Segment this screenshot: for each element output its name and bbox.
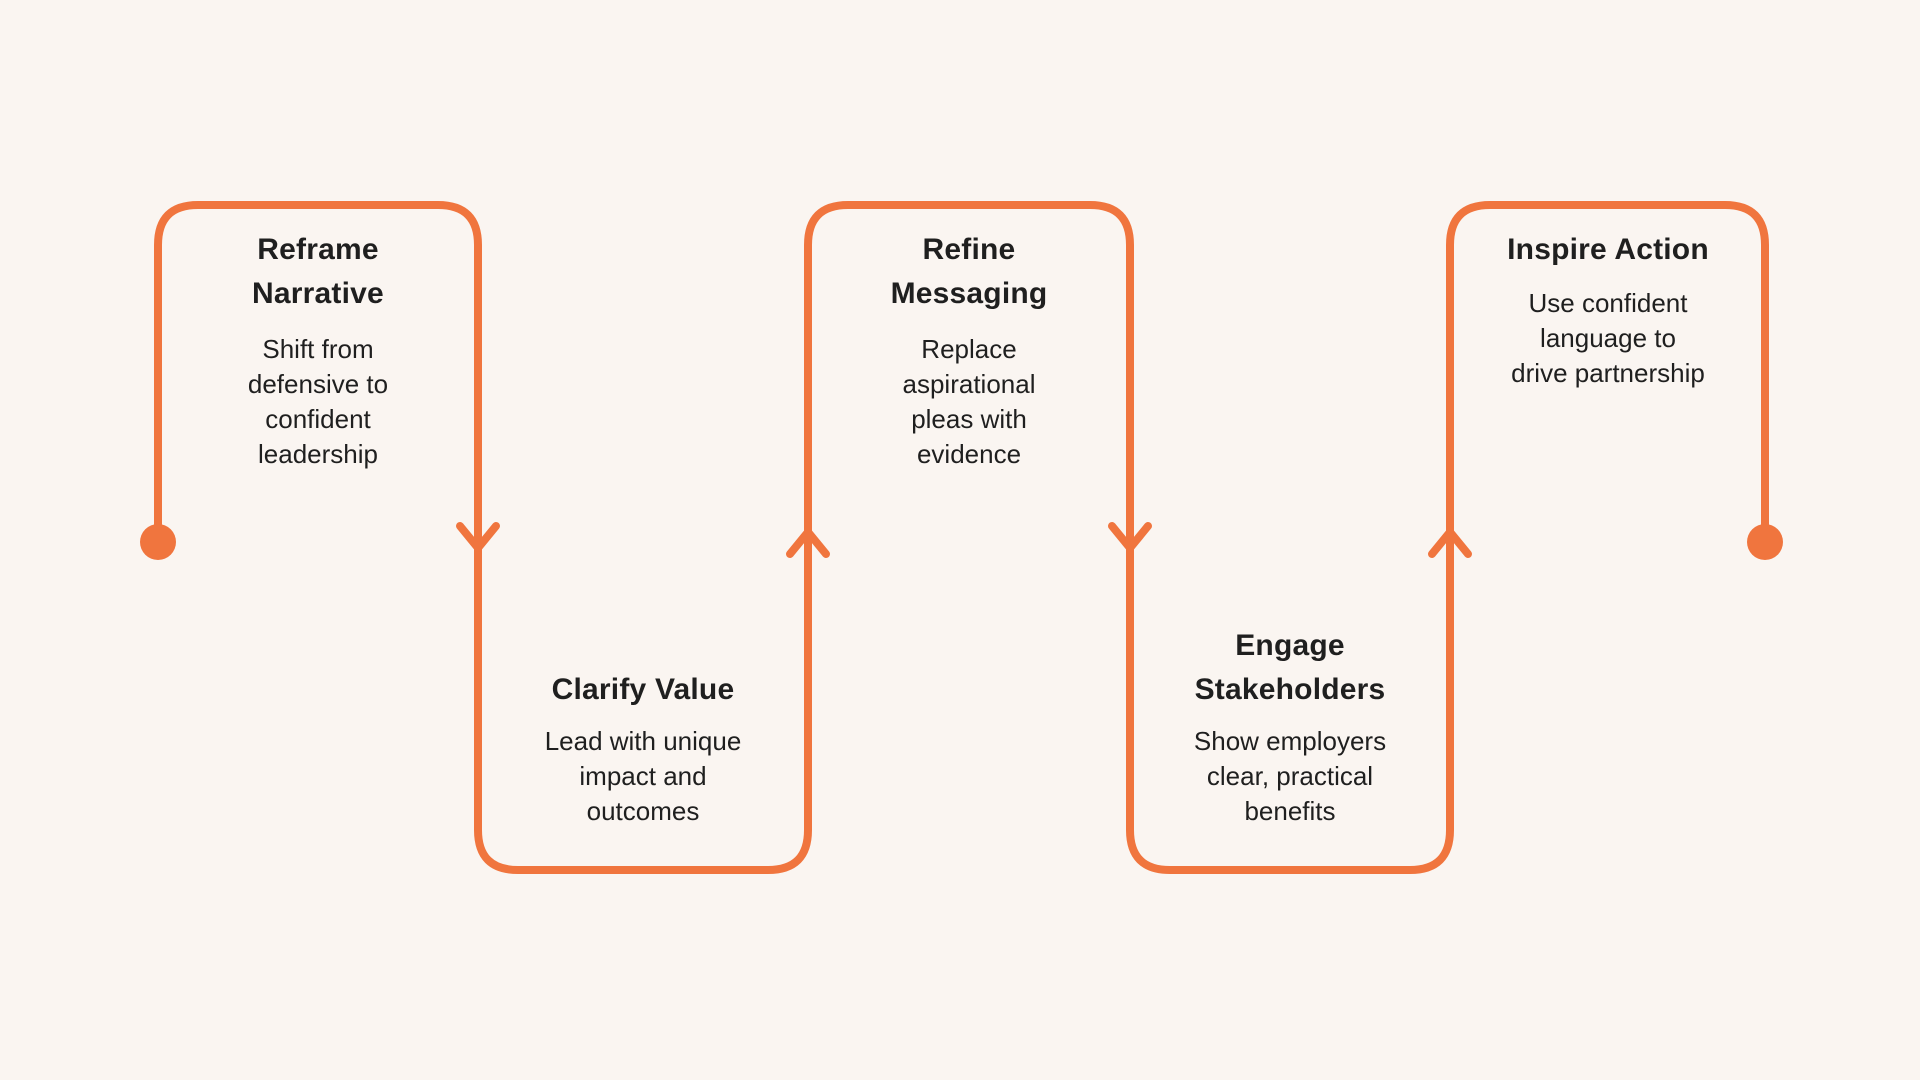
step-4-title: Engage Stakeholders <box>1194 629 1386 706</box>
step-5-title: Inspire Action <box>1507 233 1709 266</box>
arrow-up-2-icon <box>1428 528 1472 558</box>
step-2-title: Clarify Value <box>551 673 735 706</box>
step-3-description: Replace aspirational pleas with evidence <box>902 334 1036 469</box>
flow-path <box>154 201 1769 874</box>
step-1-description: Shift from defensive to confident leader… <box>247 334 389 469</box>
step-5-description: Use confident language to drive partners… <box>1511 288 1705 388</box>
end-dot-marker <box>1747 524 1783 560</box>
step-4-description: Show employers clear, practical benefits <box>1193 726 1387 826</box>
step-2-description: Lead with unique impact and outcomes <box>544 726 742 826</box>
start-dot-marker <box>140 524 176 560</box>
arrow-down-1-icon <box>456 522 500 552</box>
step-1-title: Reframe Narrative <box>252 233 384 310</box>
arrow-up-1-icon <box>786 528 830 558</box>
step-3-title: Refine Messaging <box>890 233 1048 310</box>
arrow-down-2-icon <box>1108 522 1152 552</box>
